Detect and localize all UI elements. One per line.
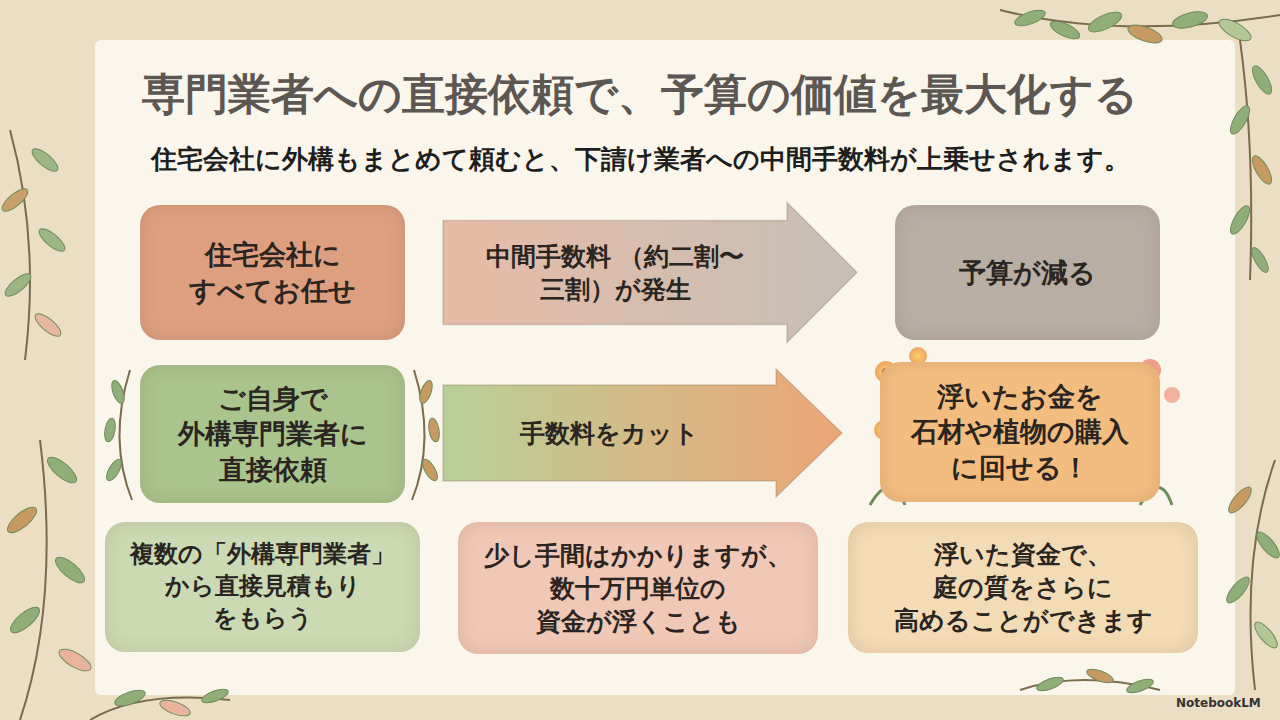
title: 専門業者への直接依頼で、予算の価値を最大化する xyxy=(0,66,1280,124)
box-text: 複数の「外構専門業者」 から直接見積もり をもらう xyxy=(128,539,397,634)
box-text: 少し手間はかかりますが、 数十万円単位の 資金が浮くことも xyxy=(482,539,794,638)
result-box: 浮いたお金を 石材や植物の購入 に回せる！ xyxy=(880,362,1160,502)
process-box: ご自身で 外構専門業者に 直接依頼 xyxy=(140,365,405,504)
block-arrow xyxy=(443,369,842,497)
note-box: 少し手間はかかりますが、 数十万円単位の 資金が浮くことも xyxy=(458,522,818,654)
arrow-label: 手数料をカット xyxy=(518,417,701,450)
flowers xyxy=(870,347,1180,505)
watermark: NotebookLM xyxy=(1176,696,1271,710)
result-box: 予算が減る xyxy=(895,205,1160,340)
arrow-label: 中間手数料 （約二割〜三割）が発生 xyxy=(475,240,755,306)
inner-panel xyxy=(95,40,1235,695)
note-box: 浮いた資金で、 庭の質をさらに 高めることができます xyxy=(848,522,1198,653)
box-text: 住宅会社に すべてお任せ xyxy=(187,237,358,308)
box-text: 浮いた資金で、 庭の質をさらに 高めることができます xyxy=(892,538,1155,637)
box-text: ご自身で 外構専門業者に 直接依頼 xyxy=(176,381,370,488)
process-box: 住宅会社に すべてお任せ xyxy=(140,205,405,340)
leaf-sprig xyxy=(0,130,68,360)
box-text: 浮いたお金を 石材や植物の購入 に回せる！ xyxy=(909,379,1131,486)
subtitle: 住宅会社に外構もまとめて頼むと、下請け業者への中間手数料が上乗せされます。 xyxy=(0,142,1280,177)
box-text: 予算が減る xyxy=(957,255,1098,291)
block-arrow xyxy=(443,203,857,343)
note-box: 複数の「外構専門業者」 から直接見積もり をもらう xyxy=(105,522,420,652)
